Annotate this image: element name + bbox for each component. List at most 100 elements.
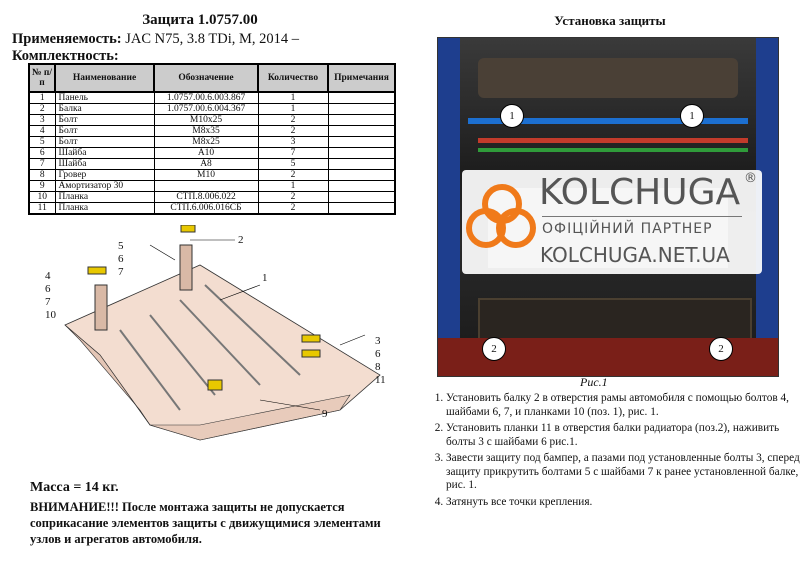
kit-label: Комплектность: [12, 48, 119, 64]
table-cell [327, 180, 396, 192]
table-cell: 3 [28, 114, 56, 126]
table-cell: M10x25 [153, 114, 259, 126]
logo-site: KOLCHUGA.NET.UA [540, 243, 730, 267]
col-header: Обозначение [153, 63, 259, 93]
table-cell: Болт [54, 136, 155, 148]
table-cell: 11 [28, 202, 56, 215]
table-cell [327, 91, 396, 104]
step: Затянуть все точки крепления. [446, 496, 800, 510]
table-cell: 2 [28, 103, 56, 115]
applicability: Применяемость: JAC N75, 3.8 TDi, M, 2014… [12, 31, 299, 48]
table-cell [327, 202, 396, 215]
step: Завести защиту под бампер, а пазами под … [446, 452, 800, 493]
table-cell [327, 147, 396, 159]
mass: Масса = 14 кг. [30, 480, 119, 495]
table-cell: 1 [28, 91, 56, 104]
table-cell: 2 [257, 202, 329, 215]
kolchuga-watermark: KOLCHUGA ® ОФІЦІЙНИЙ ПАРТНЕР KOLCHUGA.NE… [462, 170, 762, 274]
table-cell: 7 [28, 158, 56, 170]
applicability-value: JAC N75, 3.8 TDi, M, 2014 – [125, 31, 300, 47]
table-cell: 2 [257, 125, 329, 137]
table-cell: 2 [257, 169, 329, 181]
photo-marker-1: 1 [500, 104, 524, 128]
page-title: Защита 1.0757.00 [142, 12, 258, 28]
photo-marker-2: 2 [709, 337, 733, 361]
table-cell [327, 114, 396, 126]
col-header: Количество [257, 63, 329, 93]
table-cell: Амортизатор 30 [54, 180, 155, 192]
table-cell: Панель [54, 91, 155, 104]
install-steps: Установить балку 2 в отверстия рамы авто… [426, 392, 800, 512]
table-cell: 1 [257, 91, 329, 104]
table-cell [327, 169, 396, 181]
table-cell: 7 [257, 147, 329, 159]
table-cell [327, 158, 396, 170]
table-cell: Болт [54, 114, 155, 126]
table-cell: Шайба [54, 147, 155, 159]
table-cell: 1.0757.00.6.004.367 [153, 103, 259, 115]
table-cell: 1 [257, 103, 329, 115]
table-cell: 8 [28, 169, 56, 181]
logo-reg: ® [744, 171, 757, 186]
table-cell: 10 [28, 191, 56, 203]
table-cell [327, 125, 396, 137]
table-cell: M10 [153, 169, 259, 181]
table-cell: СТП.8.006.022 [153, 191, 259, 203]
label-3-6-8-11: 3 6 8 11 [375, 335, 386, 386]
logo-brand: KOLCHUGA [539, 172, 741, 213]
label-5-6-7: 5 6 7 [118, 240, 124, 278]
table-cell: M8x25 [153, 136, 259, 148]
table-cell: A10 [153, 147, 259, 159]
step: Установить планки 11 в отверстия балки р… [446, 422, 800, 449]
install-title: Установка защиты [554, 13, 666, 28]
table-cell [153, 180, 259, 192]
logo-partner: ОФІЦІЙНИЙ ПАРТНЕР [542, 221, 713, 237]
table-cell: СТП.6.006.016СБ [153, 202, 259, 215]
table-cell [327, 136, 396, 148]
table-cell [327, 191, 396, 203]
table-cell: Болт [54, 125, 155, 137]
table-cell: 1.0757.00.6.003.867 [153, 91, 259, 104]
assembly-diagram [64, 225, 381, 441]
label-9: 9 [322, 408, 328, 420]
col-header: № п/п [28, 63, 56, 93]
table-cell: 2 [257, 114, 329, 126]
figure-caption: Рис.1 [580, 375, 608, 389]
kolchuga-rings-icon [466, 184, 536, 248]
parts-table: № п/п Наименование Обозначение Количеств… [28, 63, 396, 215]
applicability-label: Применяемость: [12, 31, 122, 47]
warning: ВНИМАНИЕ!!! После монтажа защиты не допу… [30, 500, 381, 546]
table-cell: 9 [28, 180, 56, 192]
photo-marker-2: 2 [482, 337, 506, 361]
label-2: 2 [238, 234, 244, 246]
col-header: Наименование [54, 63, 155, 93]
table-cell: 1 [257, 180, 329, 192]
table-cell: 4 [28, 125, 56, 137]
table-cell: M8x35 [153, 125, 259, 137]
table-cell: A8 [153, 158, 259, 170]
label-1: 1 [262, 272, 268, 284]
photo-marker-1: 1 [680, 104, 704, 128]
col-header: Примечания [327, 63, 396, 93]
table-cell: 5 [257, 158, 329, 170]
label-4-6-7-10: 4 6 7 10 [45, 270, 56, 321]
table-cell [327, 103, 396, 115]
table-cell: Балка [54, 103, 155, 115]
table-cell: Гровер [54, 169, 155, 181]
table-cell: 3 [257, 136, 329, 148]
step: Установить балку 2 в отверстия рамы авто… [446, 392, 800, 419]
table-cell: Планка [54, 191, 155, 203]
table-cell: 2 [257, 191, 329, 203]
table-cell: Шайба [54, 158, 155, 170]
